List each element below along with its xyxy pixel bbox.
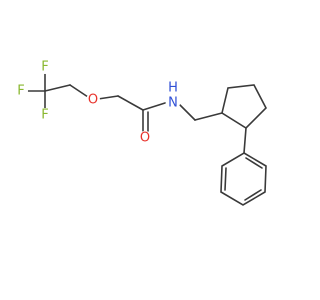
f-label-top: F <box>41 60 48 75</box>
bond-oether-ch2b <box>97 95 119 100</box>
bond-n-ch2c <box>179 104 196 121</box>
f-label-bottom: F <box>41 108 48 123</box>
n-amide-label: N <box>168 96 178 111</box>
molecule-structure: F F F O O N H <box>14 59 267 206</box>
bond-ch2b-carbonyl <box>117 95 144 111</box>
bond-ring-phenyl <box>243 127 247 154</box>
bond-ch2c-ring <box>194 112 223 121</box>
atom-o-carbonyl: O <box>138 131 152 146</box>
phenyl-double-1 <box>245 157 263 169</box>
atom-labels: F F F O O N H <box>14 60 180 146</box>
phenyl-double-3 <box>224 167 227 191</box>
atom-n-amide: N H <box>166 81 180 111</box>
phenyl-ring <box>220 152 267 206</box>
cyclopentane-ring <box>221 84 267 130</box>
atom-o-ether: O <box>86 93 100 108</box>
bond-cf3-ch2 <box>44 84 71 92</box>
atom-f-left: F <box>14 84 28 99</box>
o-ether-label: O <box>88 93 98 108</box>
bond-ch2-oether <box>69 84 89 98</box>
bonds <box>27 72 267 206</box>
bond-carbonyl-n <box>142 102 166 111</box>
o-carbonyl-label: O <box>140 131 150 146</box>
phenyl-double-2 <box>244 189 262 201</box>
atom-f-top: F <box>38 60 52 75</box>
h-amide-label: H <box>168 81 178 96</box>
atom-f-bottom: F <box>38 108 52 123</box>
f-label-left: F <box>17 84 24 99</box>
